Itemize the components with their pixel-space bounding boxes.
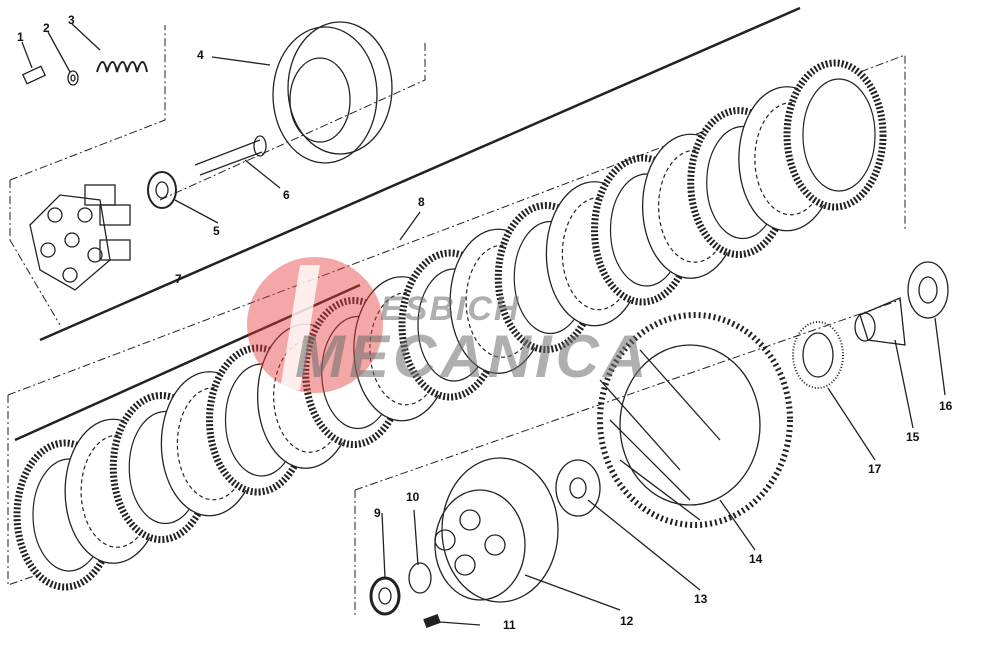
callout-13: 13: [694, 592, 708, 606]
callout-12: 12: [620, 614, 634, 628]
callout-6: 6: [283, 188, 290, 202]
callout-11: 11: [503, 618, 516, 632]
callout-3: 3: [68, 13, 75, 27]
callout-1: 1: [17, 30, 24, 44]
watermark-line1: ESBICH: [380, 290, 521, 328]
callout-7: 7: [175, 272, 182, 286]
callout-2: 2: [43, 21, 50, 35]
callout-17: 17: [868, 462, 882, 476]
watermark-line2: MECANICA: [295, 323, 651, 390]
callout-16: 16: [939, 399, 953, 413]
callout-5: 5: [213, 224, 220, 238]
friction-plate: [783, 59, 887, 211]
callout-9: 9: [374, 506, 381, 520]
watermark-logo: [247, 257, 383, 393]
callout-15: 15: [906, 430, 920, 444]
callout-10: 10: [406, 490, 420, 504]
callout-4: 4: [197, 48, 204, 62]
callout-8: 8: [418, 195, 425, 209]
callout-14: 14: [749, 552, 763, 566]
